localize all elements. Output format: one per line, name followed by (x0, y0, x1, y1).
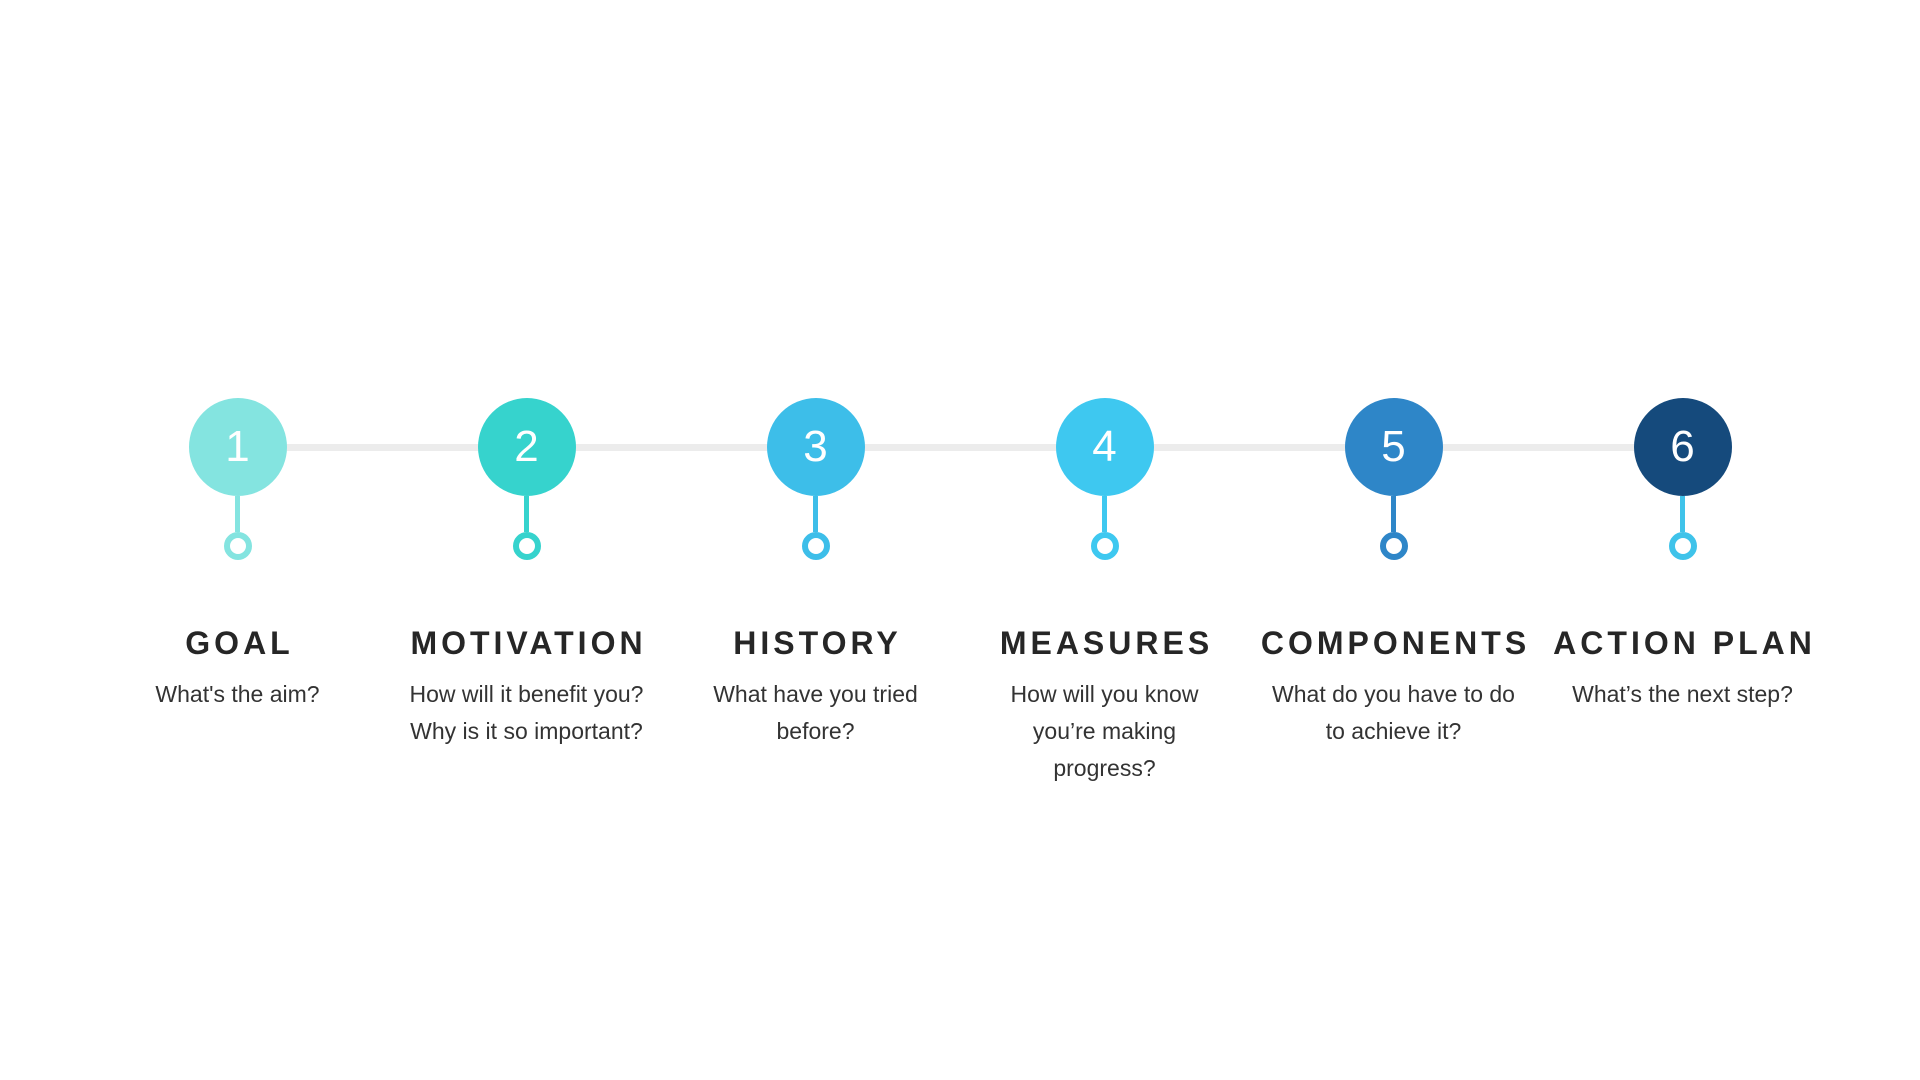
step-ring-icon (1379, 532, 1408, 560)
step-circle: 6 (1633, 398, 1732, 496)
step-number: 5 (1381, 422, 1406, 471)
description-line: What do you have to do (1272, 681, 1515, 707)
step-title: COMPONENTS (1260, 625, 1531, 661)
step-ring-icon (1668, 532, 1697, 560)
step-circle: 5 (1344, 398, 1443, 496)
timeline-step-measures: 4 MEASURES How will you know you’re maki… (960, 398, 1249, 787)
description-line: to achieve it? (1325, 718, 1462, 744)
step-ring-icon (801, 532, 830, 560)
description-line: What's the aim? (155, 681, 320, 707)
description-line: How will it benefit you? (409, 681, 644, 707)
step-title: MEASURES (999, 625, 1214, 661)
step-title: GOAL (185, 625, 294, 661)
step-number: 1 (225, 422, 250, 471)
step-circle: 1 (188, 398, 287, 496)
step-description: How will you know you’re making progress… (1011, 676, 1199, 787)
step-title: HISTORY (733, 625, 902, 661)
step-circle: 4 (1055, 398, 1154, 496)
step-ring-icon (512, 532, 541, 560)
step-stem (1102, 496, 1107, 532)
step-stem (813, 496, 818, 532)
step-stem (524, 496, 529, 532)
step-circle: 3 (766, 398, 865, 496)
step-circle: 2 (477, 398, 576, 496)
step-number: 4 (1092, 422, 1117, 471)
description-line: before? (776, 718, 855, 744)
timeline-step-components: 5 COMPONENTS What do you have to do to a… (1249, 398, 1538, 787)
description-line: Why is it so important? (410, 718, 643, 744)
description-line: What have you tried (713, 681, 918, 707)
goal-setting-timeline: 1 GOAL What's the aim? 2 MOTIVATION How … (93, 398, 1827, 787)
step-number: 6 (1670, 422, 1695, 471)
timeline-connector-line (237, 444, 1683, 451)
timeline-step-action-plan: 6 ACTION PLAN What’s the next step? (1538, 398, 1827, 787)
step-description: What have you tried before? (713, 676, 918, 750)
step-description: What’s the next step? (1572, 676, 1793, 713)
step-description: How will it benefit you? Why is it so im… (410, 676, 644, 750)
timeline-step-history: 3 HISTORY What have you tried before? (671, 398, 960, 787)
description-line: How will you know (1010, 681, 1199, 707)
description-line: progress? (1053, 755, 1156, 781)
step-number: 3 (803, 422, 828, 471)
step-stem (1680, 496, 1685, 532)
step-ring-icon (1090, 532, 1119, 560)
step-stem (235, 496, 240, 532)
description-line: What’s the next step? (1572, 681, 1793, 707)
step-description: What's the aim? (155, 676, 319, 713)
step-title: ACTION PLAN (1553, 625, 1816, 661)
step-stem (1391, 496, 1396, 532)
timeline-step-goal: 1 GOAL What's the aim? (93, 398, 382, 787)
step-number: 2 (514, 422, 539, 471)
step-ring-icon (223, 532, 252, 560)
step-description: What do you have to do to achieve it? (1272, 676, 1515, 750)
timeline-steps: 1 GOAL What's the aim? 2 MOTIVATION How … (93, 398, 1827, 787)
step-title: MOTIVATION (410, 625, 647, 661)
description-line: you’re making (1032, 718, 1177, 744)
timeline-step-motivation: 2 MOTIVATION How will it benefit you? Wh… (382, 398, 671, 787)
